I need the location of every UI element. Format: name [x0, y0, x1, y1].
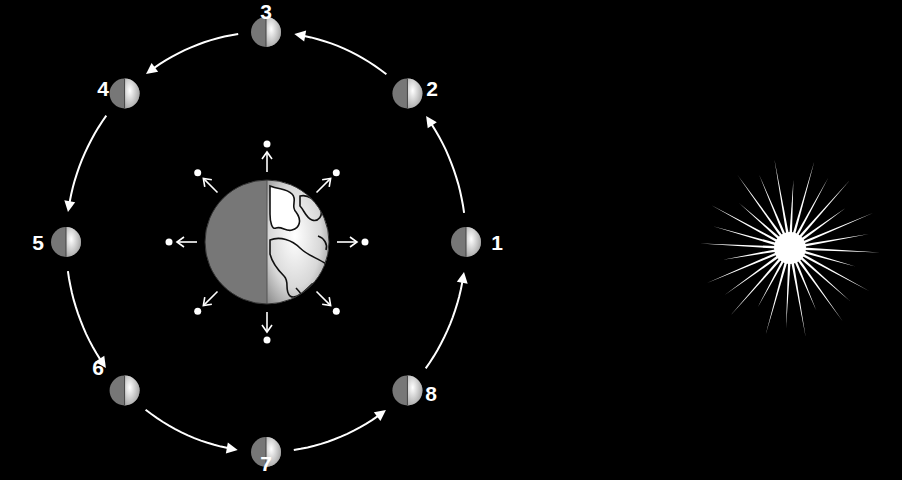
- sun-ray: [798, 181, 849, 239]
- sun-ray: [796, 178, 829, 237]
- orbit-arc: [426, 275, 464, 369]
- observer: [316, 169, 339, 192]
- moon: [51, 227, 81, 257]
- callout-number: 6: [92, 357, 104, 378]
- arrowhead: [426, 116, 437, 128]
- observer: [262, 312, 272, 344]
- callout-number: 7: [260, 453, 272, 474]
- sun-ray: [723, 249, 776, 260]
- orbit-arc: [68, 271, 104, 365]
- sun-ray: [739, 203, 780, 240]
- sun-ray: [804, 234, 869, 247]
- sun-ray: [801, 208, 846, 241]
- sun-ray: [725, 255, 779, 295]
- sun-ray: [774, 159, 788, 234]
- moon: [251, 17, 281, 47]
- sun-ray: [804, 247, 880, 252]
- sun-ray: [797, 259, 842, 321]
- moon: [451, 227, 481, 257]
- orbit-arc: [294, 412, 384, 450]
- sun-ray: [791, 262, 805, 337]
- sun-ray: [757, 260, 784, 308]
- orbit-arc: [69, 116, 107, 210]
- observer: [194, 291, 217, 314]
- orbit-arrows: [64, 31, 467, 454]
- earth: [205, 180, 329, 306]
- observer: [262, 141, 272, 173]
- moon: [392, 79, 422, 109]
- arrowhead: [374, 410, 386, 421]
- orbit-arc: [146, 410, 235, 450]
- sun-ray: [802, 254, 869, 291]
- moon: [110, 79, 140, 109]
- callout-number: 3: [260, 1, 272, 22]
- sun-ray: [794, 260, 816, 310]
- arrowhead: [64, 200, 75, 212]
- callout-number: 2: [426, 78, 438, 99]
- sun-ray: [730, 258, 781, 316]
- sun-ray: [789, 180, 793, 234]
- arrowhead: [294, 31, 306, 42]
- moon: [110, 375, 140, 405]
- observer: [166, 237, 198, 247]
- sun-ray: [800, 256, 850, 301]
- sun-ray: [707, 252, 778, 283]
- orbit-arc: [297, 35, 386, 75]
- moons: [51, 17, 481, 467]
- sun-ray: [737, 175, 782, 237]
- callout-number: 1: [491, 232, 503, 253]
- observer: [194, 169, 217, 192]
- observer: [316, 291, 339, 314]
- sun-ray: [711, 205, 778, 242]
- arrowhead: [146, 63, 158, 74]
- callout-number: 4: [97, 78, 109, 99]
- observers: [166, 141, 369, 344]
- arrowhead: [457, 272, 468, 284]
- sun: [700, 159, 880, 336]
- callout-number: 8: [425, 383, 437, 404]
- moon: [392, 375, 422, 405]
- sun-ray: [700, 244, 776, 249]
- callout-number: 5: [32, 232, 44, 253]
- sun-core: [774, 232, 806, 264]
- arrowhead: [226, 443, 238, 454]
- observer: [337, 237, 369, 247]
- orbit-arc: [148, 34, 238, 72]
- sun-ray: [786, 262, 791, 328]
- orbit-arc: [428, 119, 464, 213]
